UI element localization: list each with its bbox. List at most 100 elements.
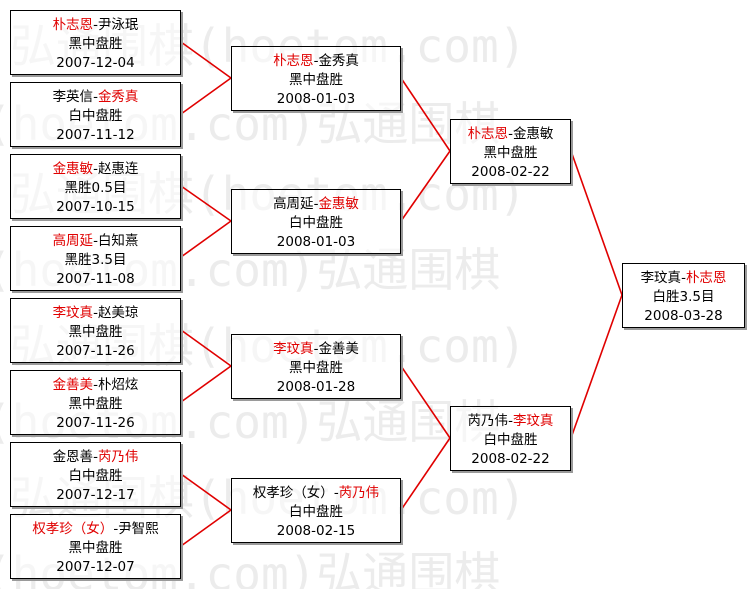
player-black: 金善美 [52,377,94,393]
match-players: 权孝珍（女）-尹智熙 [11,520,180,539]
players-separator: - [93,449,98,465]
connector-r2-2 [400,150,451,222]
connector-r1-5 [180,329,232,367]
player-black: 权孝珍（女） [32,521,114,537]
connector-r3-2 [570,294,623,439]
players-separator: - [113,521,119,537]
connector-r3-1 [570,150,623,296]
match-date: 2007-12-17 [56,487,135,503]
match-result: 黑中盘胜 [68,36,123,52]
player-white: 芮乃伟 [338,485,380,501]
match-result: 黑胜0.5目 [64,180,127,196]
player-white: 李玟真 [512,413,554,429]
player-white: 金惠敏 [512,126,554,142]
match-box: 高周延-金惠敏白中盘胜 2008-01-03 [231,189,401,254]
connector-r1-8 [180,509,232,547]
match-players: 朴志恩-金秀真 [232,52,400,71]
players-separator: - [93,89,98,105]
players-separator: - [333,485,339,501]
match-date: 2007-10-15 [56,199,135,215]
player-black: 李玟真 [52,305,94,321]
match-date: 2007-11-26 [56,343,135,359]
match-players: 朴志恩-尹泳珉 [11,16,180,35]
match-result: 白中盘胜 [289,215,343,231]
connector-r1-6 [180,365,232,403]
match-date: 2007-11-08 [56,271,135,287]
player-black: 高周延 [52,233,94,249]
player-white: 赵美琼 [97,305,139,321]
match-date: 2008-01-03 [276,234,356,250]
match-players: 金惠敏-赵惠连 [11,160,180,179]
match-box: 李玟真-金善美黑中盘胜 2008-01-28 [231,334,401,399]
match-date: 2008-03-28 [644,308,723,324]
players-separator: - [93,233,98,249]
match-box: 高周延-白知熹黑胜3.5目 2007-11-08 [10,226,181,291]
match-players: 朴志恩-金惠敏 [451,125,570,144]
match-result: 黑中盘胜 [68,396,123,412]
match-date: 2007-12-07 [56,559,135,575]
match-date: 2008-01-28 [276,379,356,395]
players-separator: - [681,270,686,286]
match-date: 2008-02-15 [276,523,356,539]
match-players: 李玟真-朴志恩 [623,269,744,288]
match-players: 金恩善-芮乃伟 [11,448,180,467]
connector-r1-3 [180,185,232,222]
match-date: 2007-12-04 [56,55,135,71]
player-black: 金恩善 [52,449,94,465]
match-result: 白中盘胜 [483,432,538,448]
match-result: 黑中盘胜 [289,360,343,376]
match-date: 2008-02-22 [471,451,550,467]
players-separator: - [93,161,98,177]
match-players: 高周延-白知熹 [11,232,180,251]
connector-r2-3 [400,365,451,439]
match-result: 白中盘胜 [289,504,343,520]
player-white: 朴炤炫 [97,377,139,393]
player-black: 芮乃伟 [467,413,509,429]
player-white: 朴志恩 [685,270,727,286]
match-players: 李英信-金秀真 [11,88,180,107]
match-date: 2008-01-03 [276,91,356,107]
match-players: 李玟真-金善美 [232,340,400,359]
player-white: 尹智熙 [118,521,159,537]
match-result: 白中盘胜 [68,468,123,484]
players-separator: - [93,377,98,393]
players-separator: - [93,17,98,33]
player-black: 高周延 [273,196,314,212]
connector-r1-1 [180,41,232,79]
match-players: 金善美-朴炤炫 [11,376,180,395]
players-separator: - [313,53,319,69]
match-result: 黑中盘胜 [289,72,343,88]
players-separator: - [93,305,98,321]
match-result: 白胜3.5目 [652,289,715,305]
players-separator: - [508,126,513,142]
connector-r1-2 [180,77,232,115]
match-players: 李玟真-赵美琼 [11,304,180,323]
player-white: 芮乃伟 [97,449,139,465]
player-black: 李玟真 [640,270,682,286]
player-black: 权孝珍（女） [252,485,334,501]
connector-r1-7 [180,473,232,511]
player-white: 金秀真 [97,89,139,105]
match-box: 金惠敏-赵惠连黑胜0.5目 2007-10-15 [10,154,181,219]
match-result: 黑中盘胜 [483,145,538,161]
match-date: 2007-11-12 [56,127,135,143]
match-result: 黑胜3.5目 [64,252,127,268]
player-black: 朴志恩 [273,53,314,69]
player-black: 李英信 [52,89,94,105]
player-white: 金秀真 [318,53,359,69]
player-white: 金惠敏 [318,196,359,212]
player-white: 金善美 [318,341,359,357]
player-black: 金惠敏 [52,161,94,177]
player-black: 朴志恩 [467,126,509,142]
match-box: 朴志恩-尹泳珉黑中盘胜 2007-12-04 [10,10,181,75]
players-separator: - [313,196,319,212]
